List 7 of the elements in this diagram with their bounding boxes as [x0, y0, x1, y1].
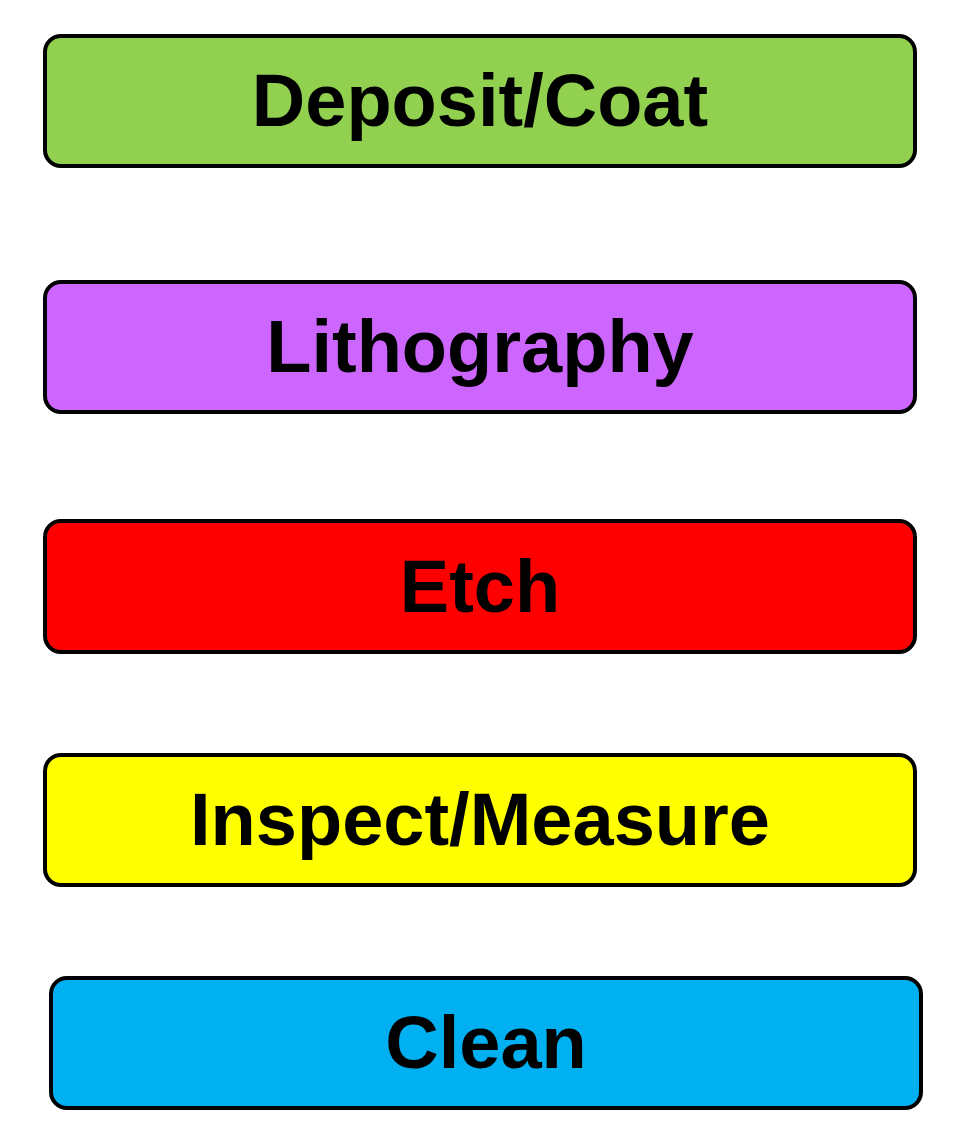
process-box [49, 976, 923, 1110]
step-label: Clean [385, 1006, 587, 1080]
process-box [43, 753, 917, 887]
process-box [43, 519, 917, 654]
step-label: Etch [399, 549, 561, 624]
process-box [43, 280, 917, 414]
process-box [43, 34, 917, 168]
